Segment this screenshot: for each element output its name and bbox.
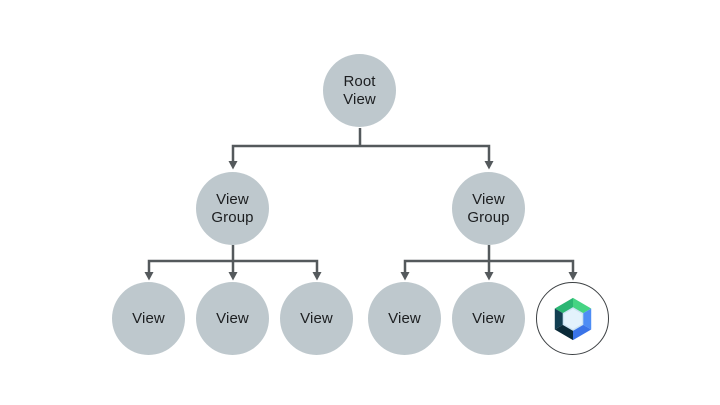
arrowhead-group-left [228,161,238,170]
arrowhead-group-right [484,161,494,170]
node-view-5-label: View [472,309,505,327]
node-view-3-label: View [300,309,333,327]
arrowhead-view-4 [400,272,410,281]
node-view-group-right-label: View Group [467,190,510,226]
node-view-group-right: View Group [452,172,525,245]
node-view-4-label: View [388,309,421,327]
arrowhead-view-5 [484,272,494,281]
arrowhead-view-2 [228,272,238,281]
node-compose [536,282,609,355]
node-view-3: View [280,282,353,355]
arrowhead-compose [568,272,578,281]
node-view-2: View [196,282,269,355]
node-view-4: View [368,282,441,355]
arrowhead-view-1 [144,272,154,281]
node-view-1: View [112,282,185,355]
connector-level1-bus [231,144,491,162]
node-view-2-label: View [216,309,249,327]
node-view-group-left: View Group [196,172,269,245]
node-view-group-left-label: View Group [211,190,254,226]
jetpack-compose-icon [554,297,591,340]
node-root-view-label: Root View [343,72,376,108]
node-view-5: View [452,282,525,355]
node-view-1-label: View [132,309,165,327]
arrowhead-view-3 [312,272,322,281]
node-root-view: Root View [323,54,396,127]
